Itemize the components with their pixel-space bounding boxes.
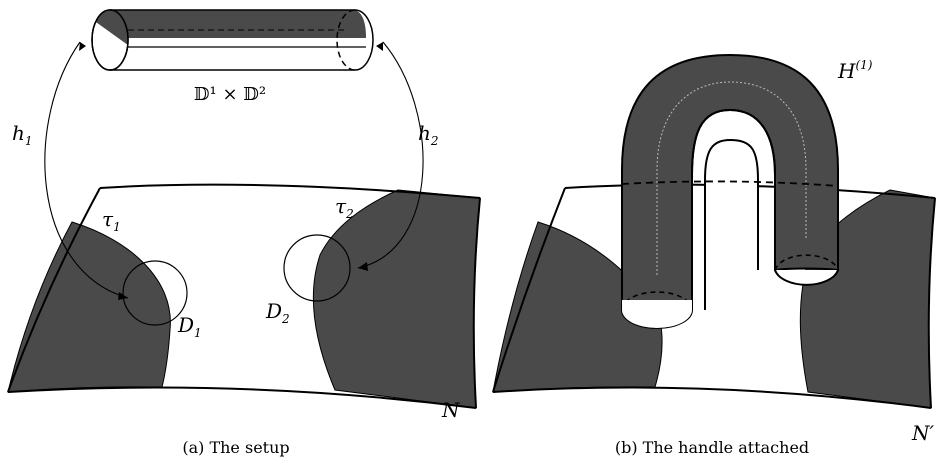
d2-label: D2 xyxy=(265,299,290,326)
h1-arrow xyxy=(44,41,129,299)
cylinder xyxy=(91,9,374,71)
h2-label: h2 xyxy=(418,121,439,148)
handle-label: H(1) xyxy=(837,58,873,83)
tau2-label: τ2 xyxy=(335,194,354,221)
manifold-n-prime-label: N′ xyxy=(911,421,935,445)
h2-arrow xyxy=(357,41,424,269)
caption-b: (b) The handle attached xyxy=(615,438,809,457)
tau1-label: τ1 xyxy=(102,207,121,234)
disk-d1 xyxy=(122,260,188,326)
d1-label: D1 xyxy=(177,313,202,340)
disk-d2 xyxy=(283,234,351,302)
caption-a: (a) The setup xyxy=(182,438,289,457)
h1-label: h1 xyxy=(12,121,33,148)
manifold-n-label: N xyxy=(441,398,461,422)
cylinder-label: 𝔻¹ × 𝔻² xyxy=(194,84,266,105)
panel-b: H(1) N′ (b) The handle attached xyxy=(492,53,936,457)
panel-a: 𝔻¹ × 𝔻² h1 h2 τ1 τ2 D1 D2 N (a) The setu… xyxy=(7,9,481,457)
